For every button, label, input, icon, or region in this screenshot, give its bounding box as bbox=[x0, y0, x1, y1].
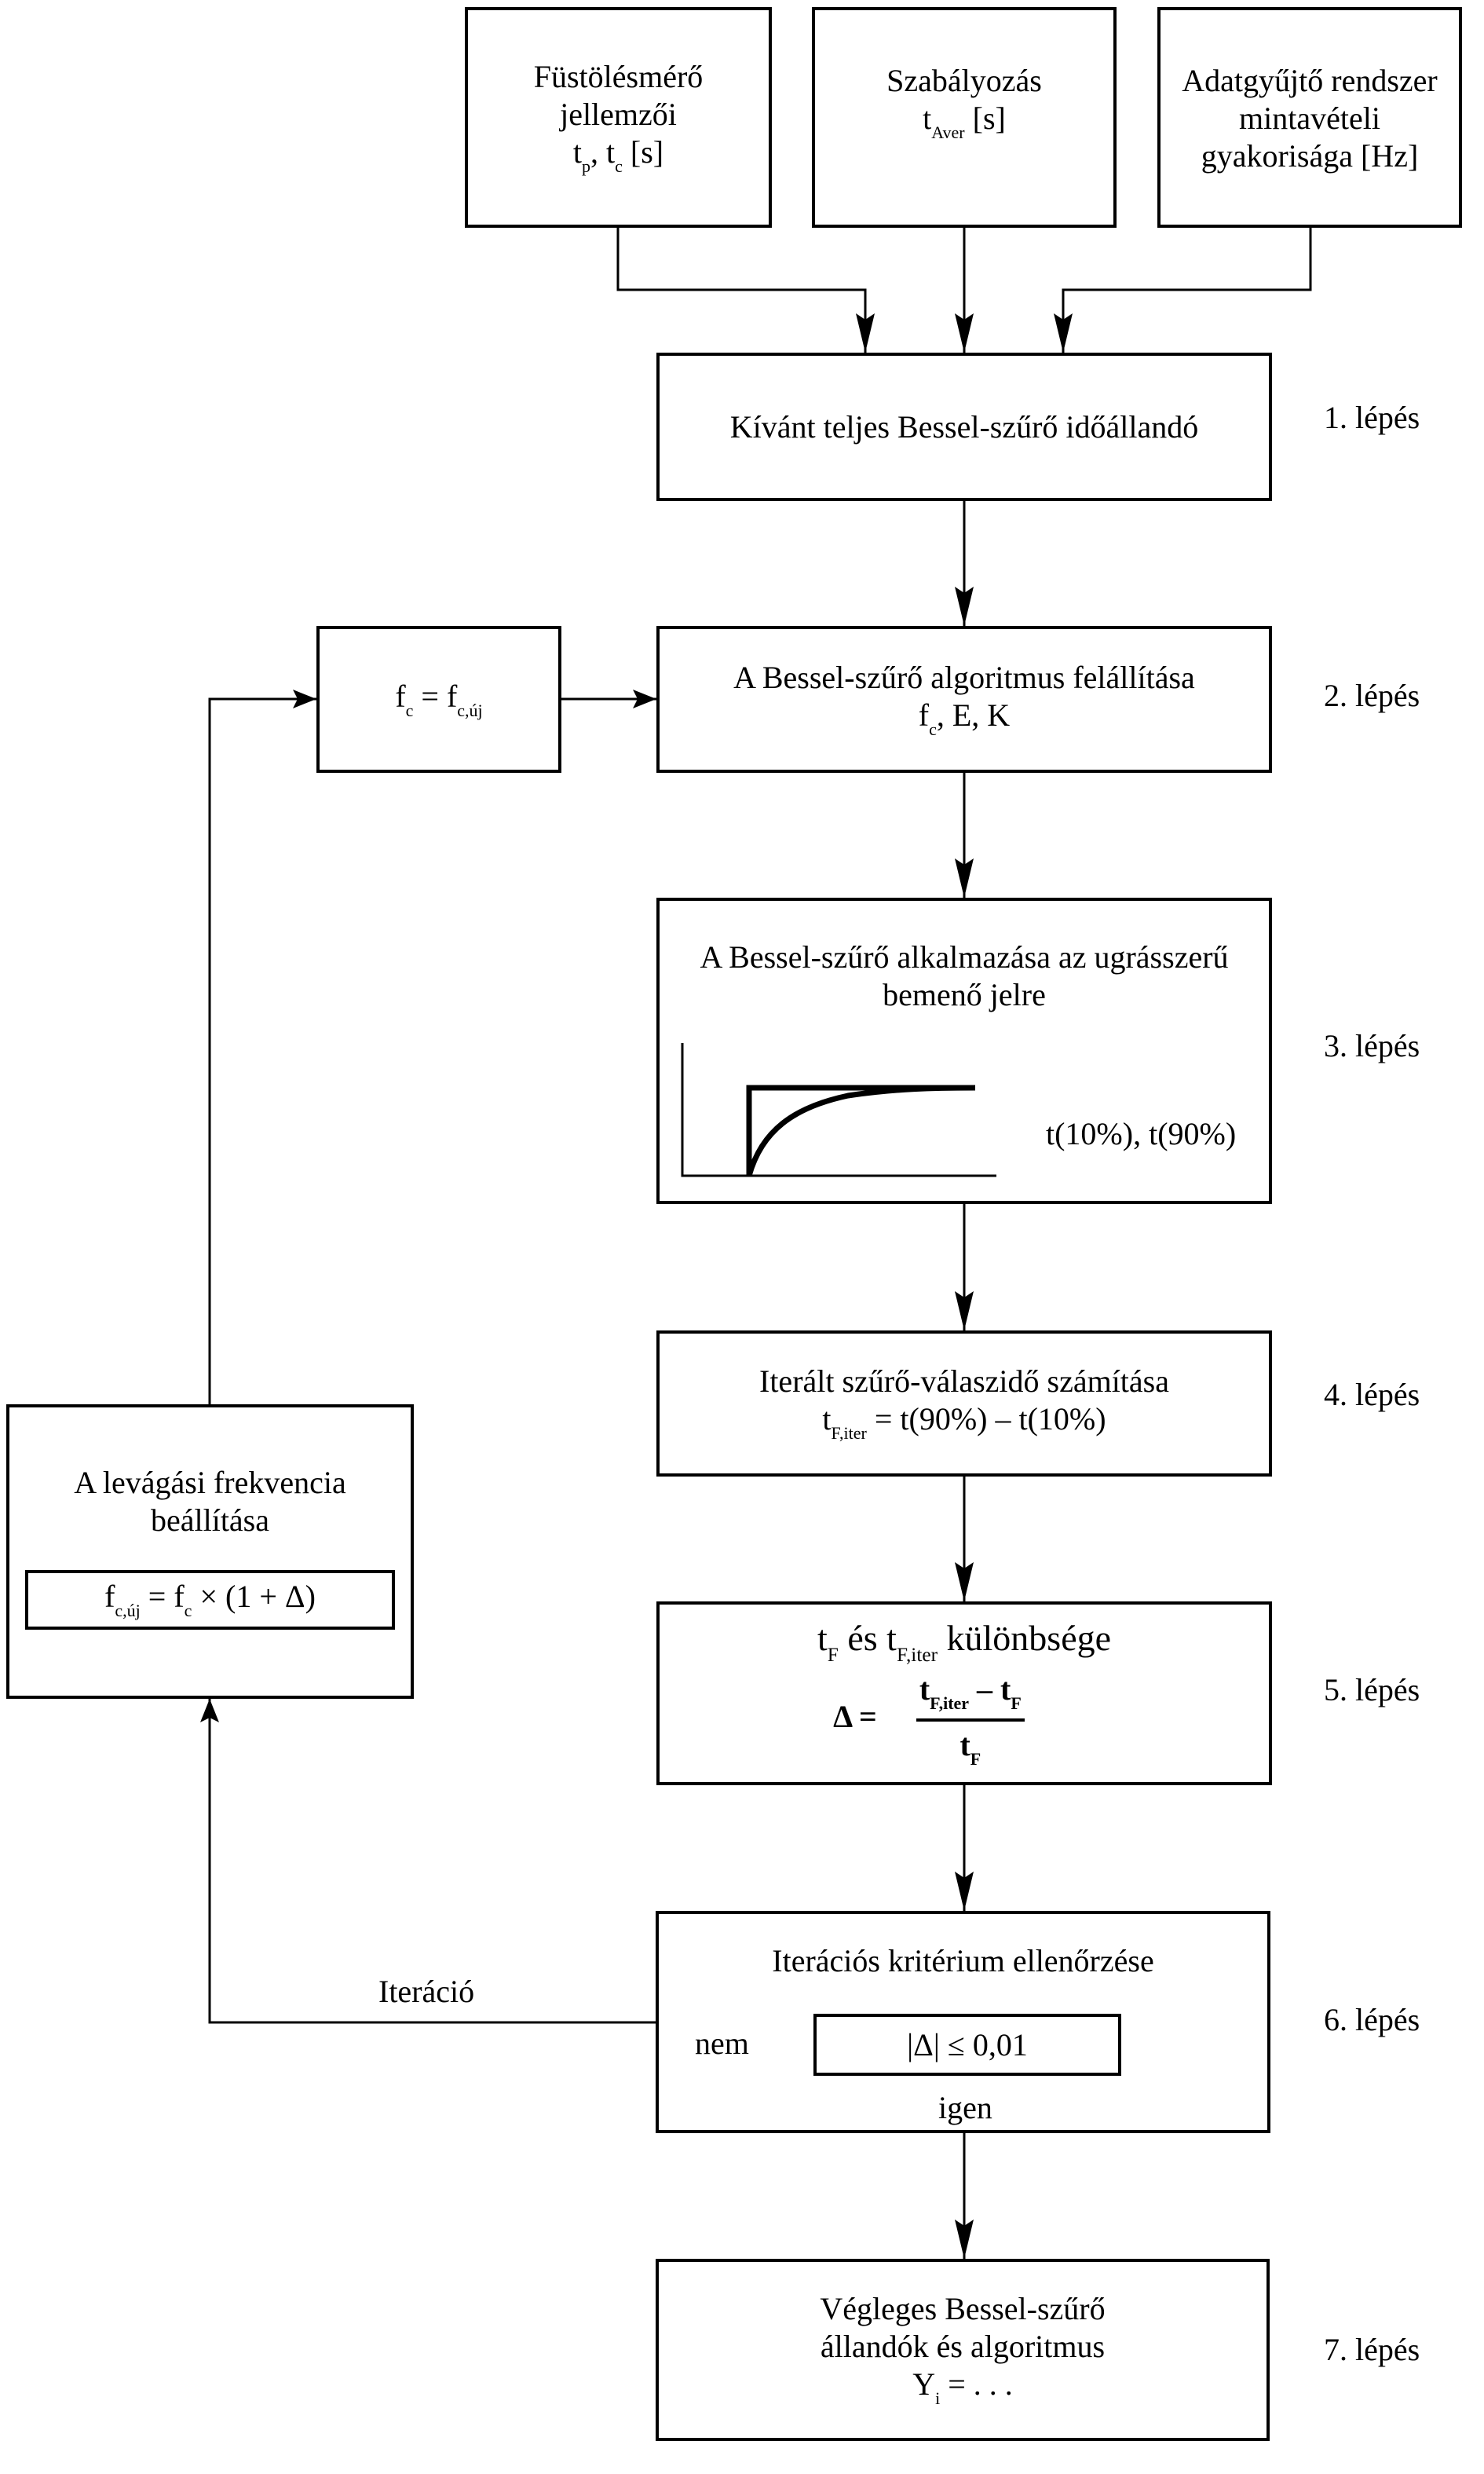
step2-formula: fc, E, K bbox=[918, 697, 1011, 739]
input-box-smokemeter: Füstölésmérő jellemzői tp, tc [s] bbox=[465, 7, 772, 228]
step7-formula: Yi = . . . bbox=[912, 2366, 1013, 2409]
delta-numerator: tF,iter – tF bbox=[916, 1671, 1025, 1722]
adjust-frequency-box: A levágási frekvencia beállítása bbox=[6, 1404, 414, 1699]
step1-box: Kívánt teljes Bessel-szűrő időállandó bbox=[656, 353, 1272, 501]
criterion-box: |Δ| ≤ 0,01 bbox=[813, 2014, 1121, 2076]
step5-box: tF és tF,iter különbsége Δ = tF,iter – t… bbox=[656, 1601, 1272, 1785]
step2-title: A Bessel-szűrő algoritmus felállítása bbox=[733, 659, 1195, 695]
iteration-label: Iteráció bbox=[378, 1974, 475, 2009]
input-box-control: Szabályozás tAver [s] bbox=[812, 7, 1117, 228]
criterion-text: |Δ| ≤ 0,01 bbox=[907, 2026, 1028, 2062]
step5-label: 5. lépés bbox=[1324, 1672, 1420, 1707]
adjust-title-line2: beállítása bbox=[150, 1502, 270, 1538]
step6-title: Iterációs kritérium ellenőrzése bbox=[772, 1943, 1154, 1978]
input-daq-line3: gyakorisága [Hz] bbox=[1201, 138, 1419, 174]
step2-box: A Bessel-szűrő algoritmus felállítása fc… bbox=[656, 626, 1272, 773]
step7-box: Végleges Bessel-szűrő állandók és algori… bbox=[656, 2259, 1270, 2441]
input-daq-line2: mintavételi bbox=[1239, 101, 1380, 136]
yes-branch-label: igen bbox=[938, 2090, 992, 2125]
step4-label: 4. lépés bbox=[1324, 1377, 1420, 1412]
step-response-graph bbox=[681, 1043, 996, 1177]
arrow-input3-to-step1 bbox=[1054, 228, 1312, 353]
step4-formula: tF,iter = t(90%) – t(10%) bbox=[822, 1401, 1106, 1444]
step3-title-line1: A Bessel-szűrő alkalmazása az ugrásszerű bbox=[700, 939, 1229, 975]
input-daq-line1: Adatgyűjtő rendszer bbox=[1182, 63, 1438, 98]
delta-fraction: tF,iter – tF tF bbox=[916, 1671, 1025, 1770]
adjust-title-line1: A levágási frekvencia bbox=[74, 1465, 346, 1500]
arrow-adjust-to-assign bbox=[208, 690, 316, 1404]
step1-label: 1. lépés bbox=[1324, 400, 1420, 435]
input-smokemeter-line2: jellemzői bbox=[560, 96, 677, 132]
filter-response-curve bbox=[746, 1085, 976, 1177]
step6-box: Iterációs kritérium ellenőrzése bbox=[656, 1911, 1270, 2133]
input-smokemeter-formula: tp, tc [s] bbox=[572, 134, 664, 176]
step3-title-line2: bemenő jelre bbox=[883, 977, 1046, 1012]
step1-title: Kívánt teljes Bessel-szűrő időállandó bbox=[729, 408, 1199, 445]
step7-title-line2: állandók és algoritmus bbox=[820, 2329, 1106, 2365]
adjust-formula: fc,új = fc × (1 + Δ) bbox=[104, 1579, 316, 1621]
step3-label: 3. lépés bbox=[1324, 1028, 1420, 1063]
delta-denominator: tF bbox=[959, 1727, 981, 1769]
arrow-input1-to-step1 bbox=[616, 228, 875, 353]
arrow-iteration-to-adjust bbox=[200, 1699, 656, 2024]
step4-title: Iterált szűrő-válaszidő számítása bbox=[759, 1363, 1169, 1400]
step2-label: 2. lépés bbox=[1324, 678, 1420, 713]
step3-graph-label: t(10%), t(90%) bbox=[1046, 1116, 1237, 1151]
step5-delta-formula: Δ = tF,iter – tF tF bbox=[833, 1671, 1025, 1770]
input-control-formula: tAver [s] bbox=[923, 101, 1006, 143]
adjust-formula-box: fc,új = fc × (1 + Δ) bbox=[25, 1570, 395, 1630]
input-box-daq: Adatgyűjtő rendszer mintavételi gyakoris… bbox=[1157, 7, 1462, 228]
no-branch-label: nem bbox=[695, 2026, 749, 2061]
input-smokemeter-line1: Füstölésmérő bbox=[533, 58, 704, 94]
graph-axes bbox=[681, 1043, 996, 1177]
delta-lhs: Δ = bbox=[833, 1699, 877, 1735]
step7-title-line1: Végleges Bessel-szűrő bbox=[820, 2291, 1106, 2327]
step4-box: Iterált szűrő-válaszidő számítása tF,ite… bbox=[656, 1330, 1272, 1477]
input-control-line1: Szabályozás bbox=[886, 63, 1042, 98]
step-input-signal bbox=[746, 1085, 975, 1176]
assign-fc-box: fc = fc,új bbox=[316, 626, 561, 773]
step7-label: 7. lépés bbox=[1324, 2332, 1420, 2367]
step5-title: tF és tF,iter különbsége bbox=[817, 1618, 1112, 1667]
assign-fc-formula: fc = fc,új bbox=[395, 678, 483, 720]
step6-label: 6. lépés bbox=[1324, 2002, 1420, 2037]
